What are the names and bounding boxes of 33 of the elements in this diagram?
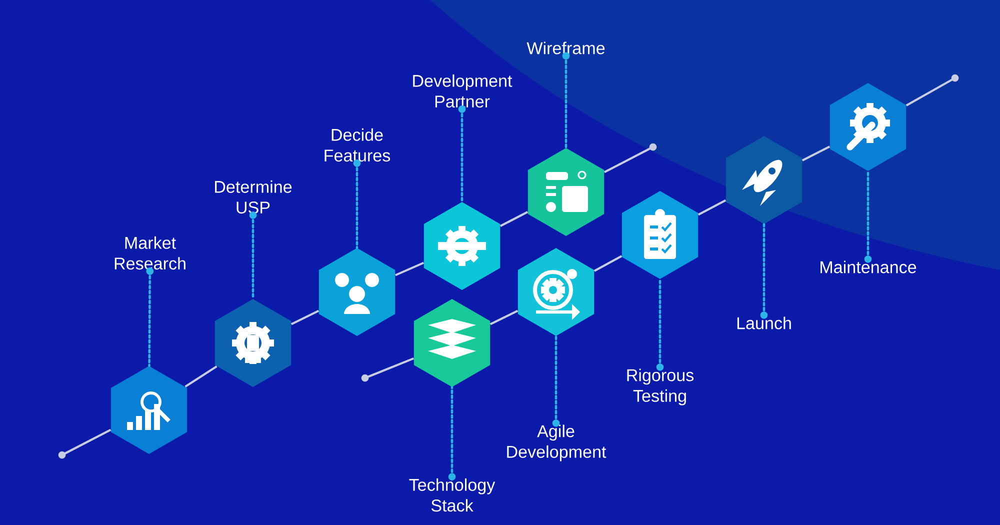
timeline-line — [490, 310, 518, 326]
leader-line — [448, 386, 456, 480]
leader-line — [458, 106, 466, 203]
leader-line — [353, 160, 361, 249]
step-label: Wireframe — [526, 42, 605, 54]
timeline-line — [58, 428, 112, 459]
step-label: Maintenance — [820, 260, 916, 274]
leader-line — [760, 223, 768, 319]
timeline-line — [500, 210, 528, 228]
step-label: Technology Stack — [409, 478, 496, 512]
step-label: Market Research — [114, 236, 186, 270]
leader-line — [562, 52, 570, 149]
step-label: Decide Features — [324, 128, 390, 162]
leader-line — [552, 335, 560, 427]
hexagon — [110, 366, 188, 454]
timeline-line — [604, 143, 657, 174]
leader-line — [249, 212, 257, 300]
step-label: Rigorous Testing — [627, 368, 694, 406]
step-label: Determine USP — [215, 180, 292, 214]
timeline-line — [361, 357, 414, 382]
timeline-line — [184, 365, 218, 388]
timeline-line — [802, 146, 830, 162]
leader-line — [656, 278, 664, 371]
timeline-line — [698, 199, 726, 216]
leader-line — [864, 170, 872, 263]
timeline-line — [906, 74, 959, 106]
step-label: Agile Development — [507, 424, 606, 462]
timeline-line — [594, 255, 622, 272]
step-label: Development Partner — [413, 74, 512, 108]
timeline-line — [290, 310, 320, 326]
step-label: Launch — [737, 316, 791, 330]
leader-line — [146, 268, 154, 367]
timeline-line — [394, 262, 424, 276]
